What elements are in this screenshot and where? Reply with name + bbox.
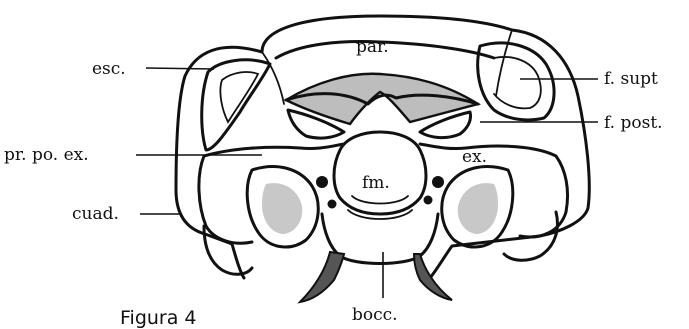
foramen-magnum-inner	[348, 196, 412, 219]
left-lateral-lobe-shading	[262, 183, 302, 234]
label-par: par.	[356, 37, 389, 57]
right-lateral-lobe-shading	[458, 183, 498, 234]
label-fm: fm.	[362, 173, 390, 193]
label-f-post: f. post.	[604, 113, 663, 133]
left-foramen-dot-upper	[316, 176, 328, 188]
left-foramen-dot-lower	[328, 200, 337, 209]
right-foramen-dot-upper	[432, 176, 444, 188]
label-bocc: bocc.	[352, 305, 398, 325]
outer-cranial-outline	[176, 30, 589, 278]
label-ex: ex.	[462, 147, 487, 167]
label-esc: esc.	[92, 59, 126, 79]
right-fossa-shading	[494, 57, 541, 108]
right-foramen-dot-lower	[424, 196, 433, 205]
label-cuad: cuad.	[72, 204, 119, 224]
left-basal-tuber	[300, 252, 344, 302]
figure-caption: Figura 4	[120, 307, 197, 329]
label-pr-po-ex: pr. po. ex.	[4, 145, 89, 165]
right-basal-tuber	[414, 254, 452, 300]
right-supratemporal-fossa	[478, 43, 554, 120]
leader-esc	[146, 68, 214, 69]
label-f-supt: f. supt	[604, 69, 658, 89]
